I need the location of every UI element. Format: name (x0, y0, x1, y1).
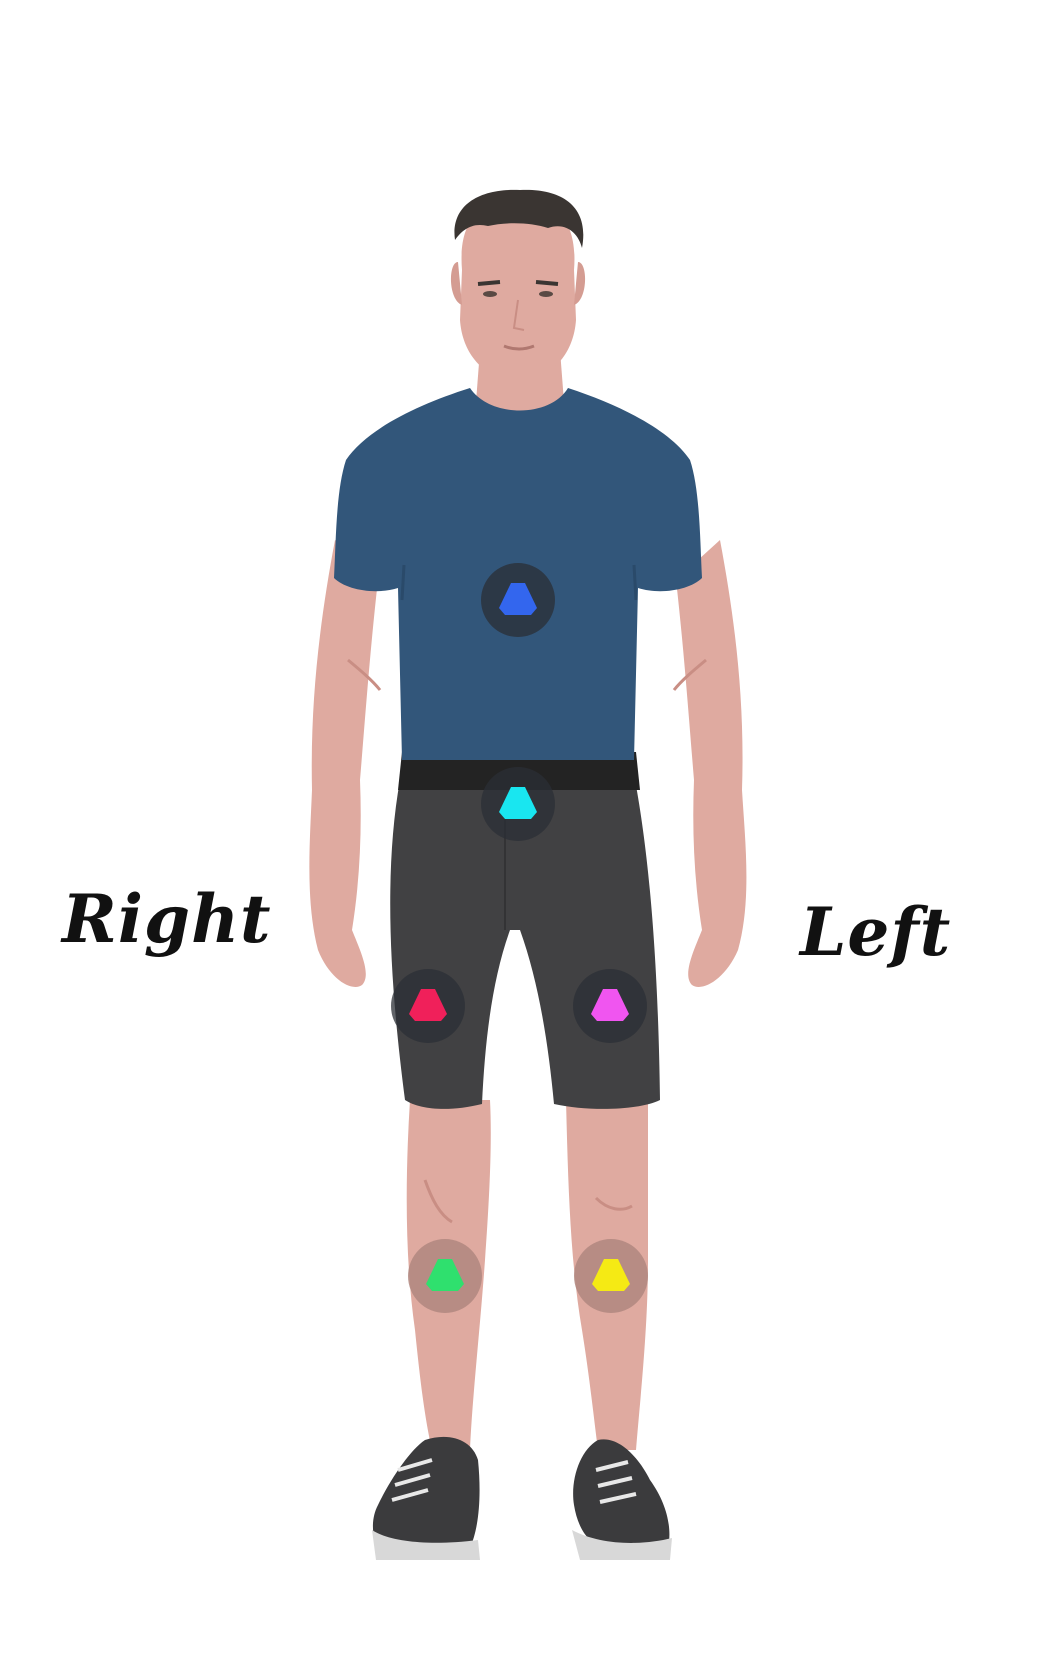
sensor-right-thigh (391, 969, 465, 1043)
right-arm (309, 540, 382, 987)
left-shoe (572, 1439, 672, 1560)
right-shoe (372, 1436, 480, 1560)
sensor-right-shank-icon (426, 1259, 464, 1291)
sensor-pelvis (481, 767, 555, 841)
sensor-chest (481, 563, 555, 637)
sensor-right-shank (408, 1239, 482, 1313)
right-side-label: Right (62, 880, 272, 958)
left-side-label: Left (800, 893, 952, 971)
sensor-left-thigh-icon (591, 989, 629, 1021)
sensor-right-thigh-icon (409, 989, 447, 1021)
sensor-left-shank-icon (592, 1259, 630, 1291)
left-arm (672, 540, 747, 987)
head (450, 189, 586, 382)
sensor-pelvis-icon (499, 787, 537, 819)
sensor-chest-icon (499, 583, 537, 615)
sensor-left-thigh (573, 969, 647, 1043)
sensor-left-shank (574, 1239, 648, 1313)
sensor-layer (391, 563, 648, 1313)
